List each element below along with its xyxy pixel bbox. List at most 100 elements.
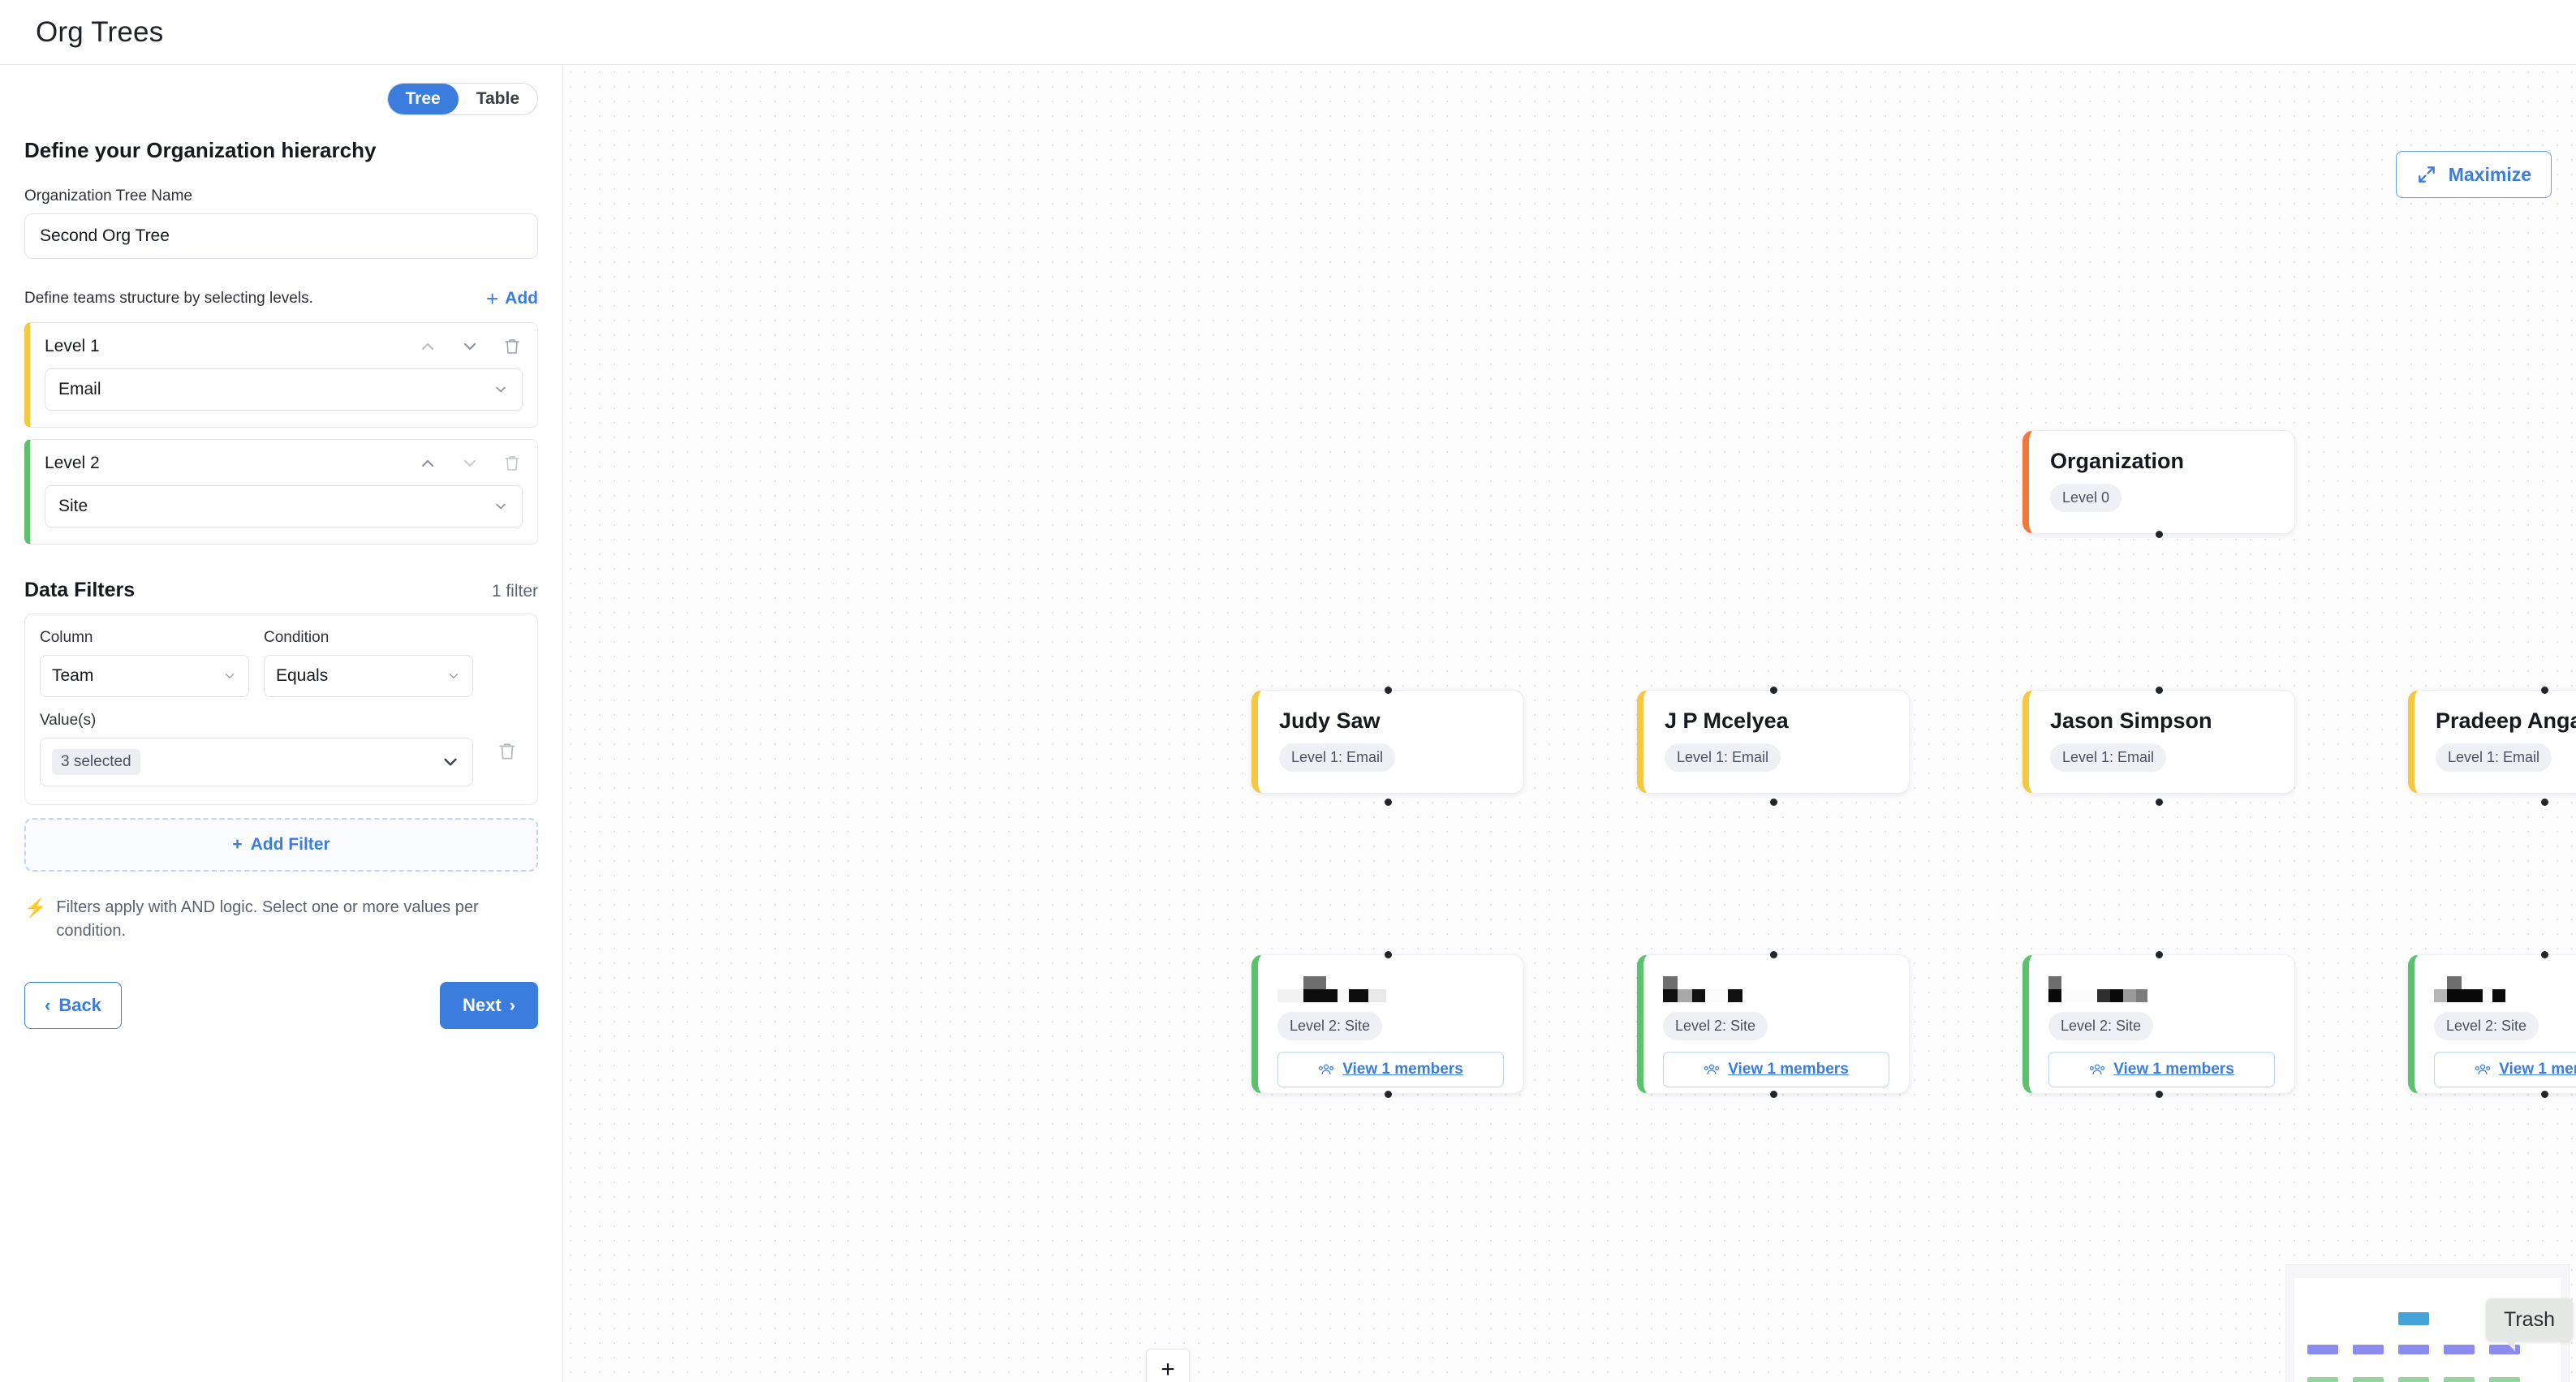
filter-column-value: Team [52, 666, 94, 685]
node-title: Pradeep Angadi [2436, 708, 2576, 733]
node-title: Organization [2050, 449, 2185, 473]
view-members-button[interactable]: View 1 members [2048, 1052, 2275, 1087]
view-toggle-row: Tree Table [24, 65, 538, 115]
add-filter-label: Add Filter [250, 835, 330, 854]
view-members-button[interactable]: View 1 members [2434, 1052, 2576, 1087]
tree-node-level1[interactable]: J P Mcelyea Level 1: Email [1637, 690, 1910, 794]
tree-node-level1[interactable]: Jason Simpson Level 1: Email [2022, 690, 2295, 794]
node-level-badge: Level 1: Email [2436, 743, 2552, 772]
minimap-node-level2 [2398, 1377, 2429, 1382]
delete-filter-icon[interactable] [497, 741, 518, 766]
tree-node-level2[interactable]: Level 2: Site View 1 members [2022, 954, 2295, 1094]
back-button[interactable]: ‹ Back [24, 982, 122, 1029]
node-port [2156, 799, 2163, 806]
node-level-badge: Level 0 [2050, 484, 2122, 512]
chevron-down-icon [444, 758, 457, 766]
filter-condition-label: Condition [264, 629, 330, 646]
tree-node-level2[interactable]: Level 2: Site View 1 members [1251, 954, 1524, 1094]
levels-list: Level 1 Email [24, 322, 538, 545]
zoom-controls[interactable]: + − [1146, 1349, 1190, 1382]
minimap-node-level2 [2353, 1377, 2384, 1382]
members-icon [1319, 1064, 1334, 1074]
view-members-button[interactable]: View 1 members [1663, 1052, 1889, 1087]
tree-node-level1[interactable]: Pradeep Angadi Level 1: Email [2408, 690, 2576, 794]
node-level-badge: Level 1: Email [1665, 743, 1781, 772]
minimap-node-level1 [2307, 1345, 2338, 1354]
move-down-icon[interactable] [459, 336, 480, 357]
redacted-node-title [1277, 970, 1504, 1002]
node-level-badge: Level 2: Site [2048, 1012, 2154, 1040]
tree-node-level2[interactable]: Level 2: Site View 1 members [2408, 954, 2576, 1094]
filter-values-chip: 3 selected [52, 749, 140, 775]
node-level-badge: Level 1: Email [2050, 743, 2167, 772]
node-port [2156, 951, 2163, 958]
tree-node-level1[interactable]: Judy Saw Level 1: Email [1251, 690, 1524, 794]
filter-values-select[interactable]: 3 selected [40, 738, 473, 786]
move-down-icon[interactable] [459, 453, 480, 474]
next-button[interactable]: Next › [439, 982, 538, 1029]
page-title: Org Trees [36, 15, 164, 48]
tree-node-level2[interactable]: Level 2: Site View 1 members [1637, 954, 1910, 1094]
node-port [2541, 1091, 2548, 1098]
levels-intro-row: Define teams structure by selecting leve… [24, 288, 538, 309]
node-port [1770, 687, 1777, 694]
tree-name-input[interactable] [24, 213, 538, 259]
move-up-icon[interactable] [417, 336, 438, 357]
node-title: Judy Saw [1279, 708, 1381, 733]
node-level-badge: Level 2: Site [1277, 1012, 1383, 1040]
view-members-label: View 1 members [1342, 1061, 1463, 1078]
app-header: Org Trees [0, 0, 2576, 65]
level-1-actions [417, 336, 523, 357]
level-card-2: Level 2 Site [24, 439, 538, 545]
maximize-button[interactable]: Maximize [2395, 151, 2552, 198]
level-1-attribute-value: Email [58, 380, 101, 398]
filter-condition-select[interactable]: Equals [264, 655, 473, 697]
level-2-attribute-select[interactable]: Site [45, 485, 523, 527]
tab-table[interactable]: Table [458, 84, 537, 114]
node-title: J P Mcelyea [1665, 708, 1789, 733]
add-filter-button[interactable]: + Add Filter [24, 818, 538, 872]
chevron-down-icon [496, 503, 506, 510]
tree-connectors [563, 65, 807, 187]
node-title: Jason Simpson [2050, 708, 2212, 733]
filter-hint-text: Filters apply with AND logic. Select one… [56, 898, 479, 940]
level-1-header: Level 1 [45, 336, 523, 357]
view-members-label: View 1 members [2499, 1061, 2576, 1078]
trash-tooltip: Trash [2486, 1298, 2573, 1351]
maximize-icon [2418, 166, 2435, 183]
filter-column-group: Column Team [40, 629, 249, 697]
tree-node-organization[interactable]: Organization Level 0 [2022, 430, 2295, 534]
org-tree-canvas[interactable]: Maximize [563, 65, 2576, 1382]
move-up-icon[interactable] [417, 453, 438, 474]
add-level-button[interactable]: + Add [486, 288, 538, 309]
minimap-node-level2 [2489, 1377, 2520, 1382]
view-members-button[interactable]: View 1 members [1277, 1052, 1504, 1087]
filter-column-select[interactable]: Team [40, 655, 249, 697]
view-mode-toggle[interactable]: Tree Table [386, 83, 538, 115]
minimap-node-root [2398, 1312, 2429, 1325]
node-port [1385, 1091, 1392, 1098]
tab-tree[interactable]: Tree [387, 84, 459, 114]
filter-values-group: Value(s) 3 selected [40, 712, 473, 786]
view-members-label: View 1 members [2113, 1061, 2234, 1078]
filter-values-label: Value(s) [40, 712, 97, 729]
level-1-attribute-select[interactable]: Email [45, 368, 523, 411]
node-port [1770, 1091, 1777, 1098]
redacted-node-title [2434, 970, 2576, 1002]
delete-level-icon[interactable] [502, 336, 523, 357]
node-level-badge: Level 1: Email [1279, 743, 1396, 772]
redacted-node-title [1663, 970, 1889, 1002]
level-2-name: Level 2 [45, 454, 100, 472]
node-port [2541, 951, 2548, 958]
node-port [2156, 687, 2163, 694]
node-level-badge: Level 2: Site [1663, 1012, 1768, 1040]
node-port [1385, 799, 1392, 806]
level-2-attribute-value: Site [58, 497, 88, 515]
chevron-right-icon: › [509, 995, 515, 1015]
filter-fields: Column Team Condition Equals [40, 629, 523, 697]
panel-heading: Define your Organization hierarchy [24, 138, 377, 162]
chevron-left-icon: ‹ [45, 995, 51, 1015]
level-1-name: Level 1 [45, 337, 100, 355]
delete-level-icon[interactable] [502, 453, 523, 474]
zoom-in-button[interactable]: + [1147, 1350, 1189, 1382]
